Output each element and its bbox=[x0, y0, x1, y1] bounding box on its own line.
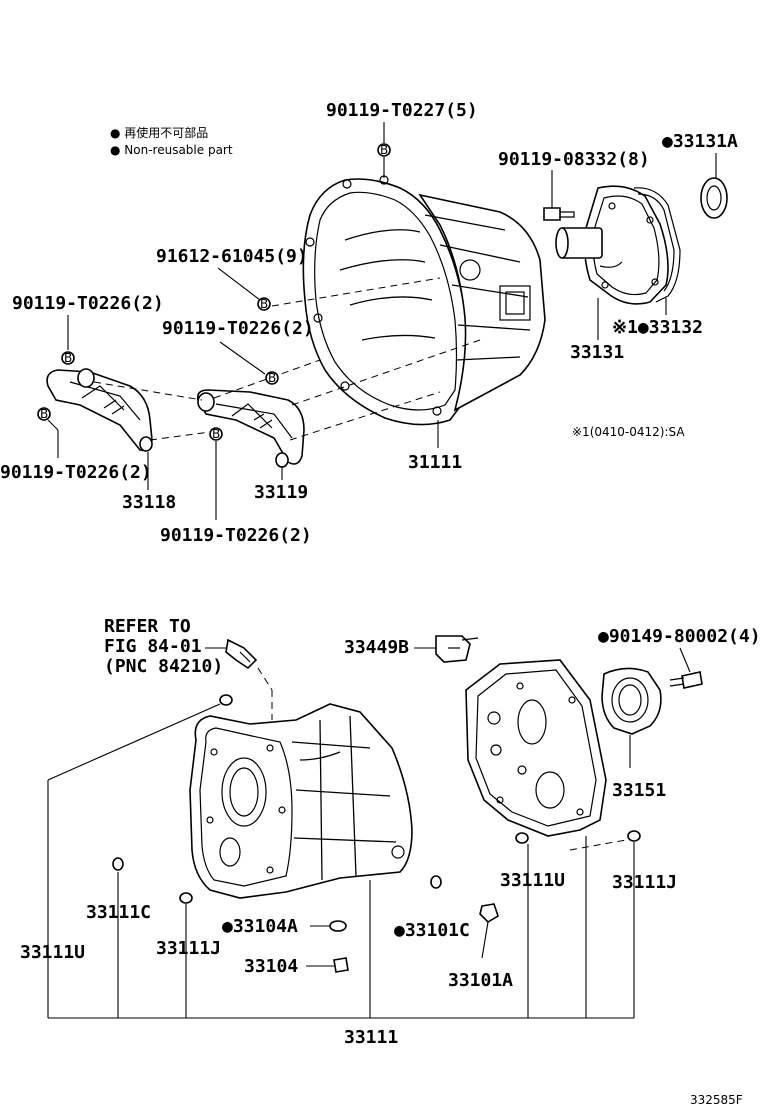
bolt-90119-T0226-d[interactable]: B 90119-T0226(2) bbox=[160, 427, 312, 546]
transmission-case-33111[interactable] bbox=[189, 703, 413, 899]
bolt-90119-T0226-b[interactable]: 90119-T0226(2) B bbox=[162, 318, 314, 385]
label-33119: 33119 bbox=[254, 482, 308, 503]
pin-33111U-right[interactable] bbox=[515, 832, 529, 844]
figure-code: 332585F bbox=[690, 1093, 743, 1107]
bolt-90149-80002[interactable]: ●90149-80002(4) bbox=[598, 626, 760, 689]
clip-33449B[interactable]: 33449B bbox=[344, 635, 479, 663]
label-90119-T0226-a: 90119-T0226(2) bbox=[12, 293, 164, 314]
clutch-housing-31111[interactable] bbox=[302, 175, 546, 426]
label-33111U-left: 33111U bbox=[20, 942, 85, 963]
label-33132: ※1●33132 bbox=[612, 317, 703, 338]
label-33151: 33151 bbox=[612, 780, 666, 801]
label-33131: 33131 bbox=[570, 342, 624, 363]
label-33111J-right: 33111J bbox=[612, 872, 677, 893]
bolt-90119-08332[interactable]: 90119-08332(8) bbox=[498, 149, 650, 221]
label-33111: 33111 bbox=[344, 1027, 398, 1048]
refer-line-3: (PNC 84210) bbox=[104, 656, 223, 677]
label-90149-80002: ●90149-80002(4) bbox=[598, 626, 760, 647]
label-33101C: ●33101C bbox=[394, 920, 470, 941]
bolt-90119-T0227[interactable]: B 90119-T0227(5) bbox=[326, 100, 478, 178]
label-90119-T0226-c: 90119-T0226(2) bbox=[0, 462, 152, 483]
pin-33111J-left[interactable] bbox=[179, 892, 193, 904]
bracket-33119[interactable] bbox=[196, 389, 305, 468]
bolt-91612-61045[interactable]: 91612-61045(9) B bbox=[156, 246, 441, 311]
plug-33101A[interactable] bbox=[479, 903, 499, 959]
bolt-marker: B bbox=[260, 297, 268, 311]
legend: ● 再使用不可部品 ● Non-reusable part bbox=[110, 125, 233, 157]
speed-sensor[interactable] bbox=[205, 638, 273, 720]
note-applicability: ※1(0410-0412):SA bbox=[572, 425, 685, 439]
label-90119-T0226-d: 90119-T0226(2) bbox=[160, 525, 312, 546]
label-90119-T0226-b: 90119-T0226(2) bbox=[162, 318, 314, 339]
legend-en: ● Non-reusable part bbox=[110, 143, 233, 157]
pin-33111C[interactable] bbox=[112, 857, 124, 871]
label-90119-08332: 90119-08332(8) bbox=[498, 149, 650, 170]
plug-33104A[interactable] bbox=[310, 920, 347, 932]
label-33104: 33104 bbox=[244, 956, 298, 977]
label-33111U-right: 33111U bbox=[500, 870, 565, 891]
retainer-33151[interactable]: 33151 bbox=[601, 667, 666, 801]
bolt-90119-T0226-a[interactable]: 90119-T0226(2) B bbox=[12, 293, 164, 365]
bolt-90119-T0226-c[interactable]: B 90119-T0226(2) bbox=[0, 407, 152, 483]
gasket-33132[interactable] bbox=[633, 187, 681, 303]
oil-seal-33131A[interactable]: ●33131A bbox=[662, 131, 738, 219]
extension-housing-33131[interactable] bbox=[555, 185, 669, 305]
bolt-marker: B bbox=[380, 143, 388, 157]
pin-33111U-left[interactable] bbox=[47, 694, 233, 781]
bolt-marker: B bbox=[40, 407, 48, 421]
bolt-marker: B bbox=[64, 351, 72, 365]
label-33131A: ●33131A bbox=[662, 131, 738, 152]
pin-33111J-right[interactable] bbox=[627, 830, 641, 842]
legend-jp: ● 再使用不可部品 bbox=[110, 125, 208, 140]
bottom-leader-tree bbox=[47, 780, 635, 1019]
refer-line-1: REFER TO bbox=[104, 616, 191, 637]
label-31111: 31111 bbox=[408, 452, 462, 473]
rear-case-adapter[interactable] bbox=[465, 659, 607, 837]
label-33111J-left: 33111J bbox=[156, 938, 221, 959]
refer-line-2: FIG 84-01 bbox=[104, 636, 202, 657]
label-90119-T0227: 90119-T0227(5) bbox=[326, 100, 478, 121]
bracket-33118[interactable] bbox=[46, 368, 153, 452]
label-33118: 33118 bbox=[122, 492, 176, 513]
label-33104A: ●33104A bbox=[222, 916, 298, 937]
bolt-marker: B bbox=[268, 371, 276, 385]
label-91612-61045: 91612-61045(9) bbox=[156, 246, 308, 267]
label-33449B: 33449B bbox=[344, 637, 409, 658]
label-33101A: 33101A bbox=[448, 970, 513, 991]
gasket-33101C[interactable] bbox=[430, 875, 442, 889]
plug-33104[interactable] bbox=[306, 957, 349, 973]
bolt-marker: B bbox=[212, 427, 220, 441]
